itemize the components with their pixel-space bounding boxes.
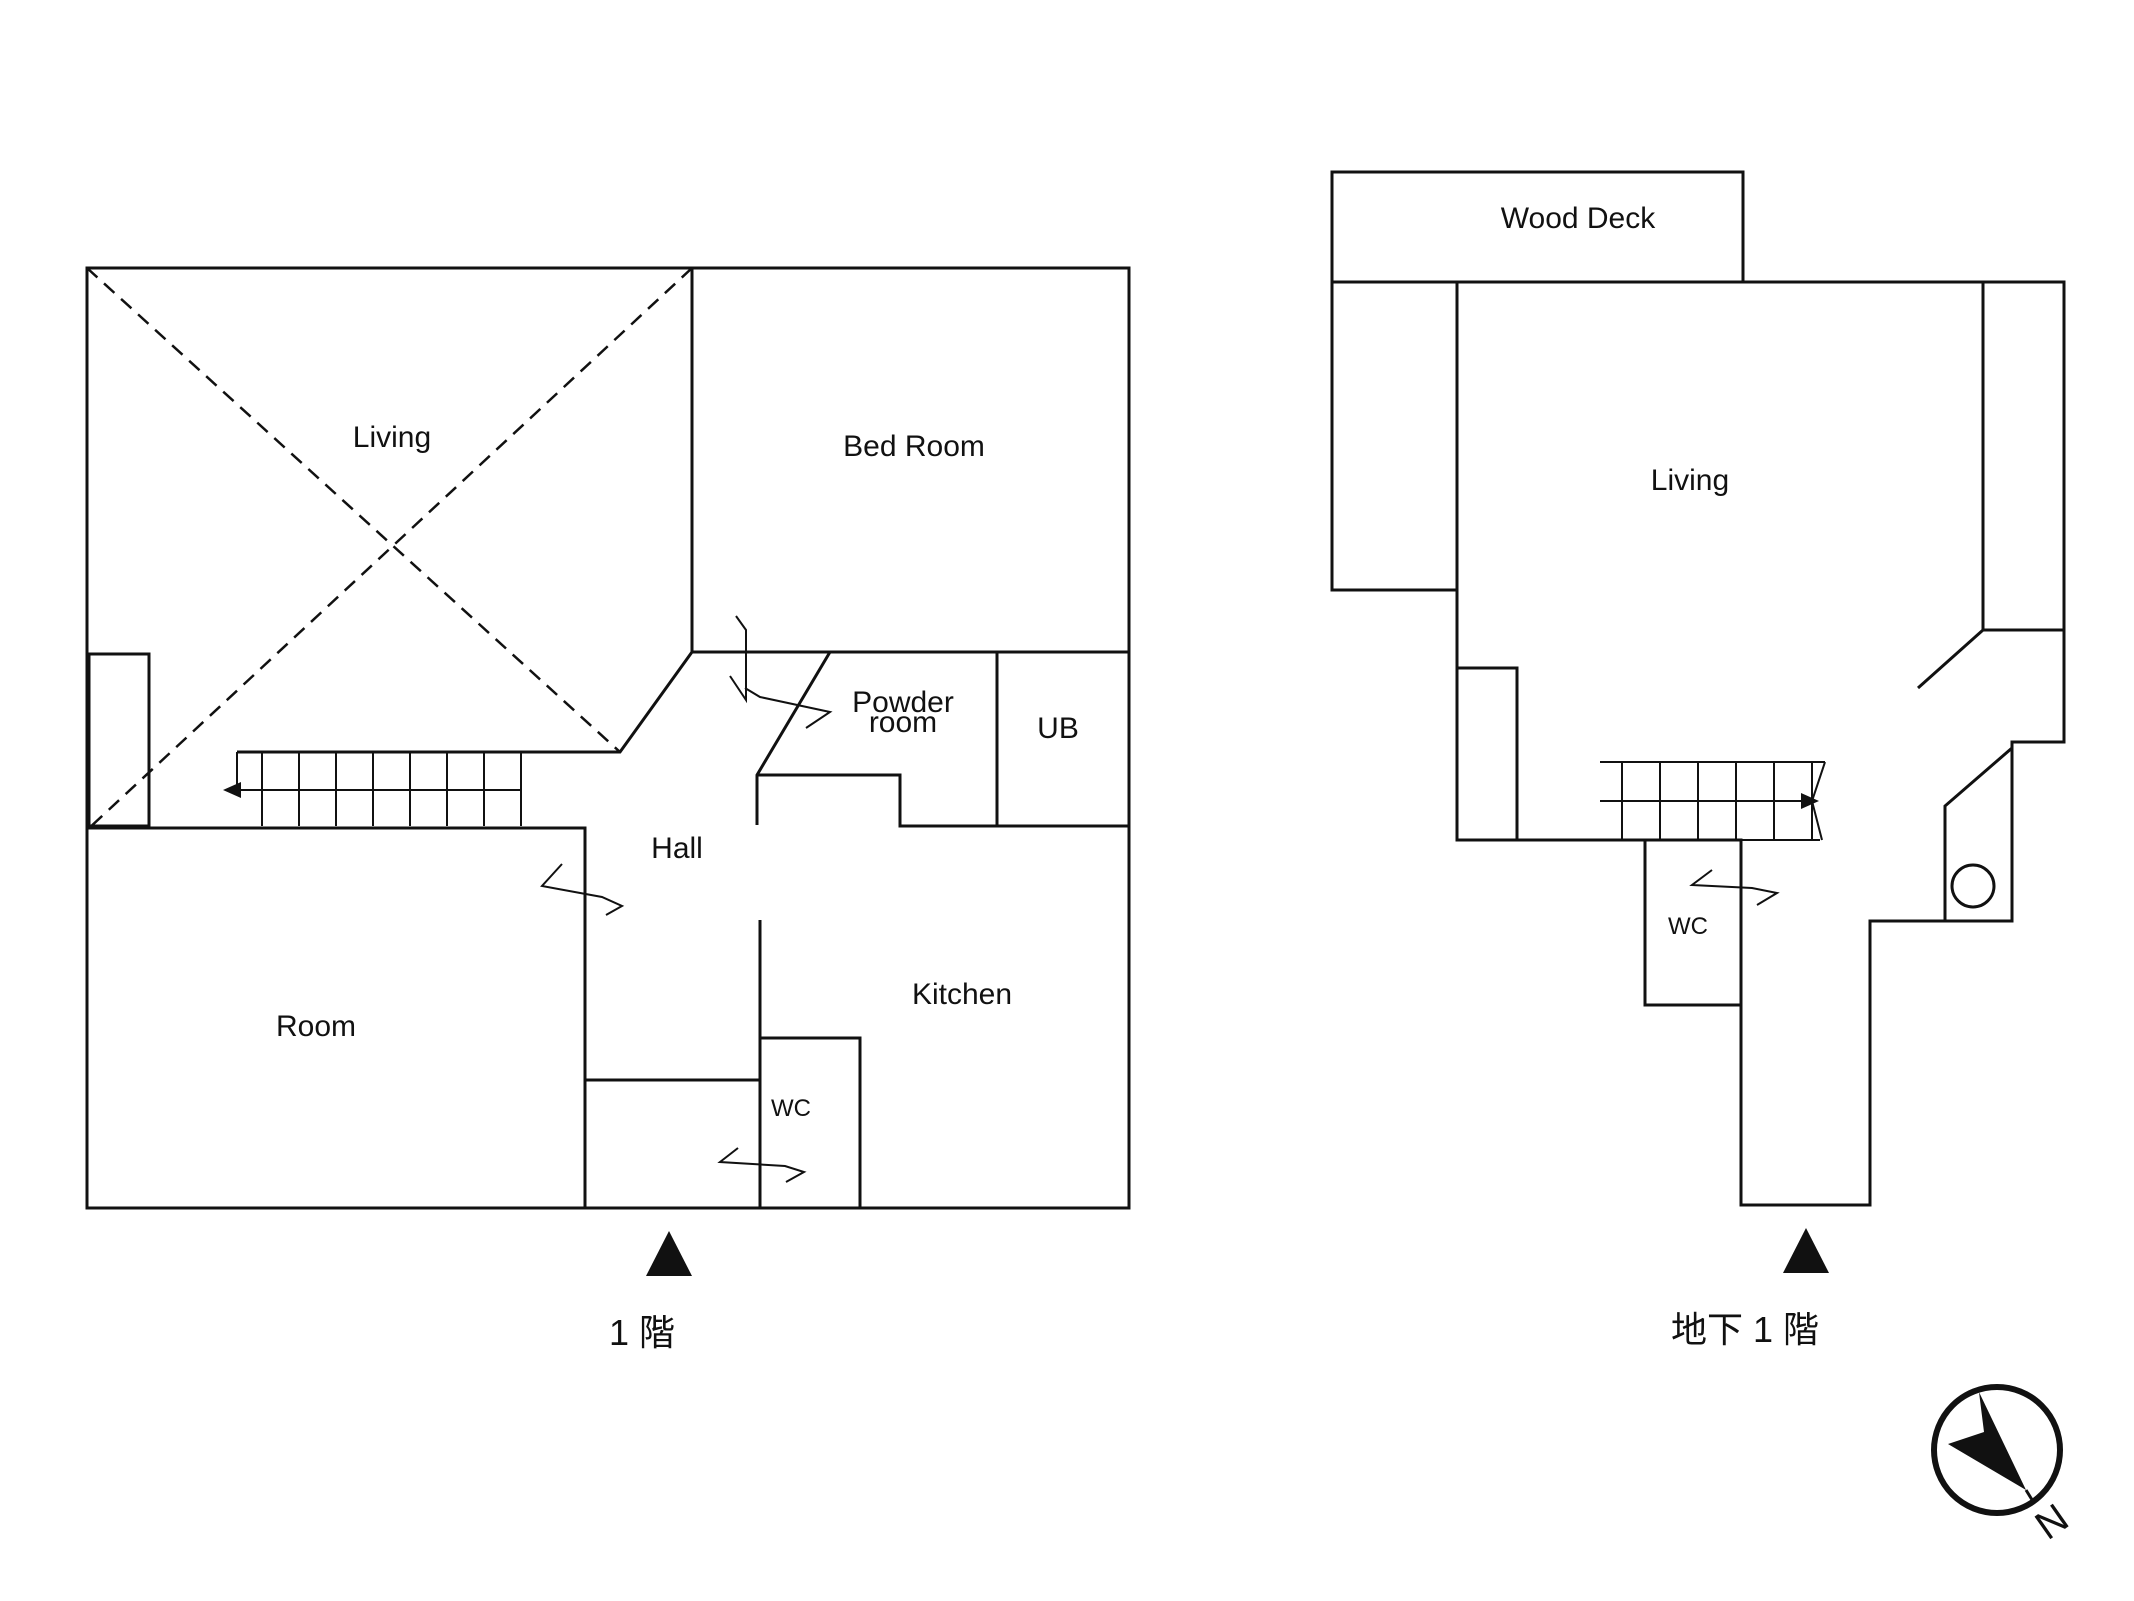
powder-slanted-wall <box>755 651 832 825</box>
right-closet-wall <box>1981 282 2064 632</box>
void-diagonal-2 <box>86 267 693 831</box>
label-ub: UB <box>1037 712 1079 745</box>
label-basement-living: Living <box>1651 464 1729 497</box>
compass-arrow-icon <box>1948 1392 2026 1490</box>
door-symbol-wc <box>717 1147 807 1183</box>
basement-stair-arrow-icon <box>1801 793 1819 809</box>
label-living: Living <box>353 421 431 454</box>
slanted-partition <box>1917 628 1984 690</box>
label-hall: Hall <box>651 832 703 865</box>
label-bed-room: Bed Room <box>843 430 985 463</box>
label-wc: WC <box>771 1095 811 1122</box>
stove-niche-wall <box>1943 746 2013 921</box>
basement-floor-plan: Wood Deck Living WC 地下 1 階 <box>1330 170 2066 1350</box>
label-powder: Powder <box>852 686 954 719</box>
label-room: Room <box>276 1010 356 1043</box>
first-floor-staircase <box>223 752 522 826</box>
first-floor-caption: 1 階 <box>609 1312 675 1353</box>
door-symbol-bedroom <box>729 615 747 704</box>
entrance-triangle-icon <box>646 1231 692 1276</box>
stove-icon <box>1950 863 1996 909</box>
living-lower-wall <box>237 268 694 754</box>
label-basement-wc: WC <box>1668 913 1708 940</box>
basement-floor-caption: 地下 1 階 <box>1671 1309 1819 1350</box>
left-closet <box>1455 666 1519 842</box>
basement-entrance-triangle-icon <box>1783 1228 1829 1273</box>
wood-deck-side <box>1330 282 1457 592</box>
compass-circle-icon <box>1931 1384 2063 1516</box>
left-cabinet <box>87 652 151 828</box>
first-floor-wc-walls <box>758 1036 862 1210</box>
door-symbol-powder <box>744 687 833 729</box>
powder-lower-wall <box>757 773 997 828</box>
wood-deck-top <box>1330 170 1745 284</box>
compass: N <box>1931 1384 2076 1548</box>
basement-staircase <box>1600 761 1826 841</box>
stair-arrow-icon <box>223 782 241 798</box>
door-symbol-room <box>540 863 625 916</box>
door-symbol-basement-wc <box>1689 869 1780 906</box>
basement-outer-wall <box>1455 280 2066 1207</box>
label-wood-deck: Wood Deck <box>1501 202 1657 235</box>
first-floor-plan: Living Bed Room Powder room UB Hall Room… <box>85 266 1131 1353</box>
basement-wc-walls <box>1643 838 1743 1007</box>
label-powder-room: room <box>869 706 937 739</box>
void-diagonal-1 <box>86 267 621 753</box>
label-kitchen: Kitchen <box>912 978 1012 1011</box>
